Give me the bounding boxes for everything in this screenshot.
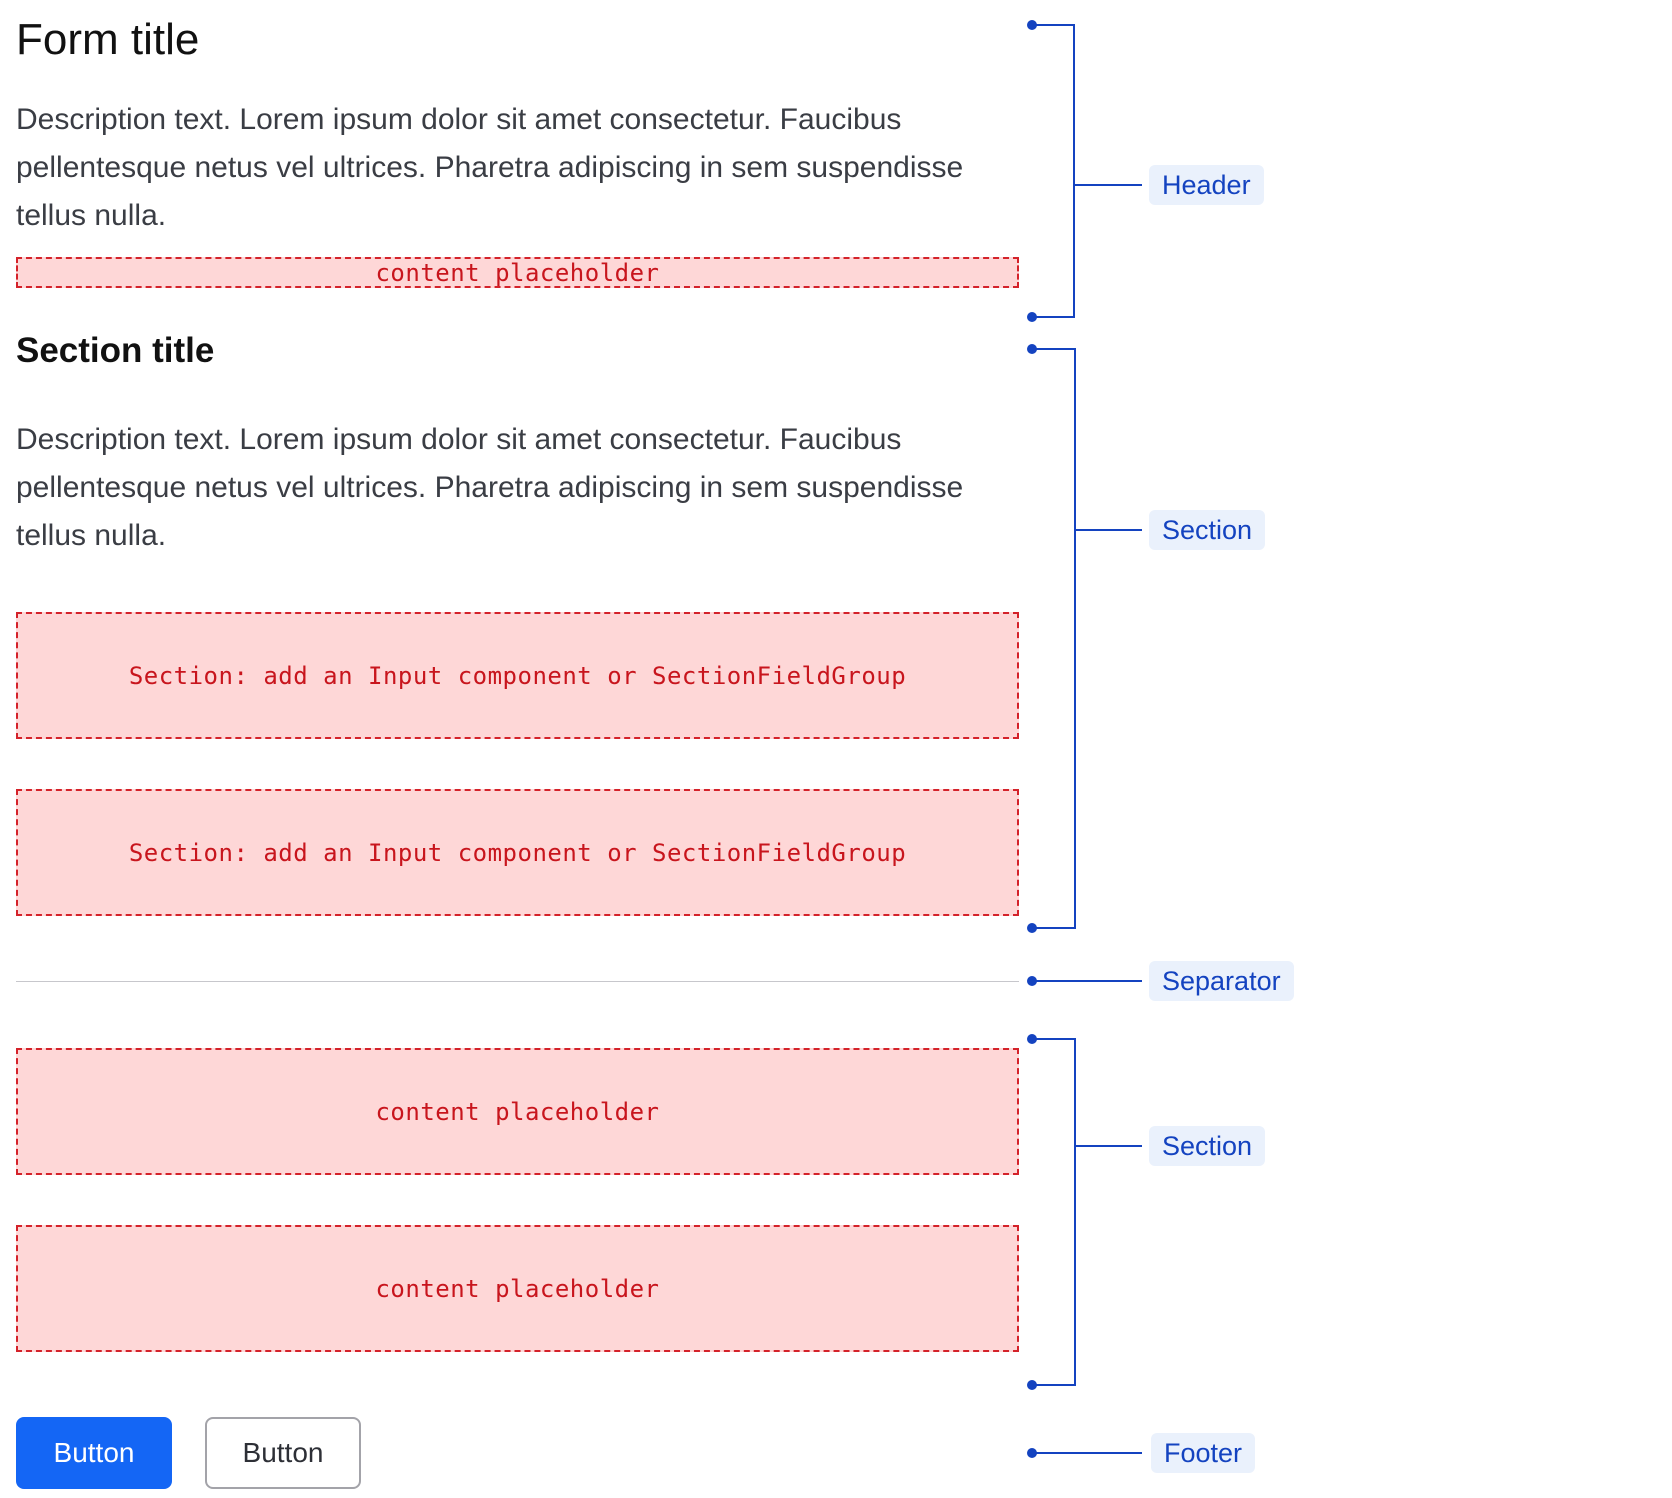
primary-button[interactable]: Button [16,1417,172,1489]
header-description: Description text. Lorem ipsum dolor sit … [16,103,964,232]
header-content-placeholder: content placeholder [16,257,1019,288]
section-input-placeholder-1: Section: add an Input component or Secti… [16,612,1019,739]
footer-dot [1027,1448,1037,1458]
section-2-bracket-bottom-dot [1027,1380,1037,1390]
section-input-placeholder-2: Section: add an Input component or Secti… [16,789,1019,916]
annotation-separator-label: Separator [1149,961,1294,1001]
section-description: Description text. Lorem ipsum dolor sit … [16,423,964,552]
section-2-bracket-top-dot [1027,1034,1037,1044]
header-bracket-bottom-dot [1027,312,1037,322]
section-1-bracket [1032,348,1076,929]
secondary-button[interactable]: Button [205,1417,361,1489]
section-2-content-placeholder-2: content placeholder [16,1225,1019,1352]
separator-dot [1027,976,1037,986]
annotation-footer-label: Footer [1151,1433,1256,1473]
annotation-header-label: Header [1149,165,1264,205]
annotation-section-2-label: Section [1149,1126,1266,1166]
form-title: Form title [16,15,200,64]
section-2-bracket [1032,1038,1076,1386]
header-bracket-top-dot [1027,20,1037,30]
form-separator [16,981,1019,982]
annotation-section-1-label: Section [1149,510,1266,550]
section-2-content-placeholder-1: content placeholder [16,1048,1019,1175]
section-title: Section title [16,331,215,370]
section-1-bracket-bottom-dot [1027,923,1037,933]
header-bracket [1032,24,1075,318]
section-1-bracket-top-dot [1027,344,1037,354]
